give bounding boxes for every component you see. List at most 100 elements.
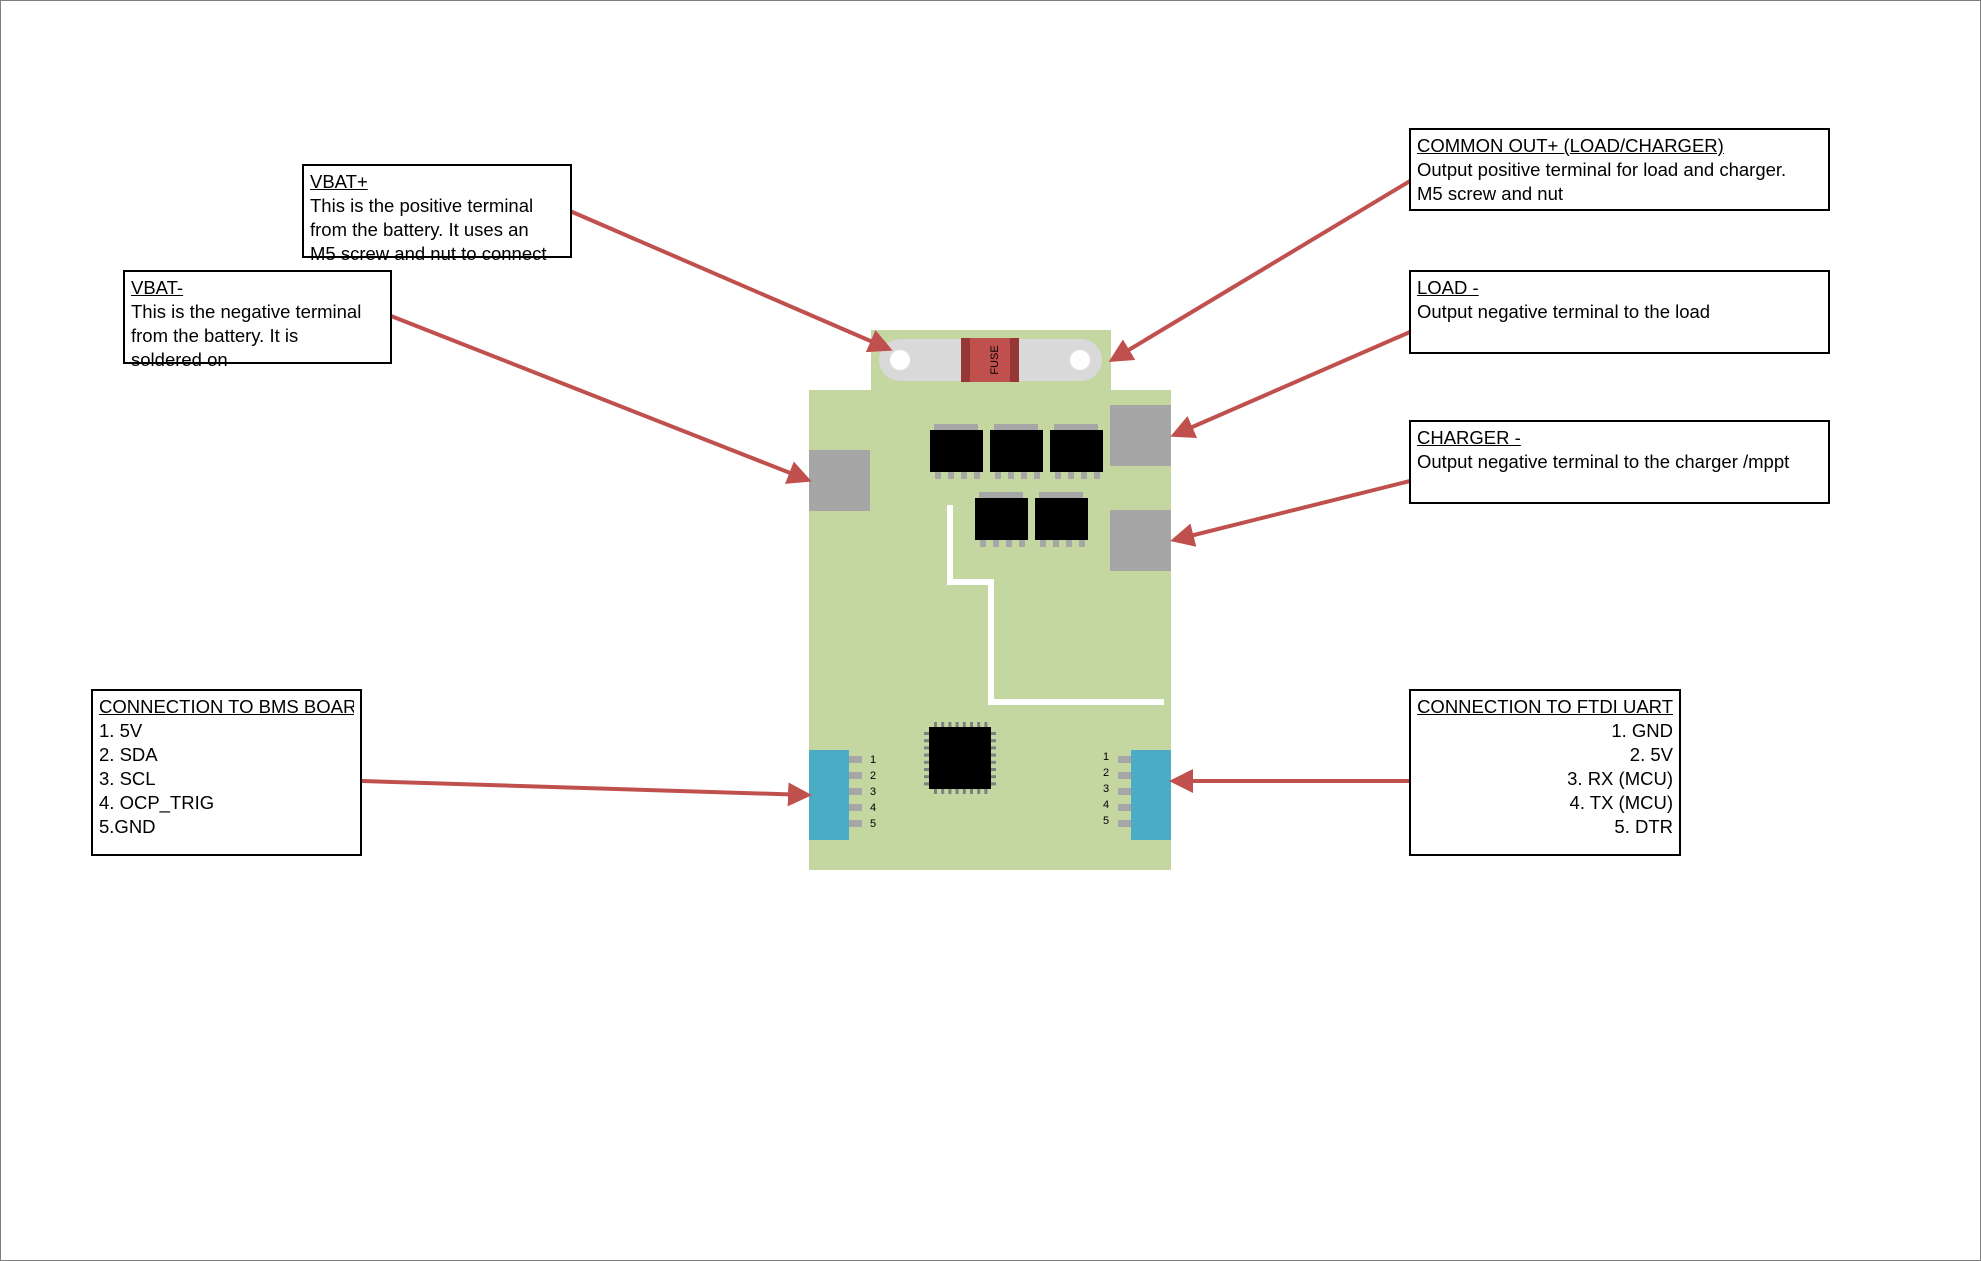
callout-load-neg: LOAD - Output negative terminal to the l… [1409,270,1830,354]
mosfet-pin [1006,540,1012,547]
mcu-pin [977,789,981,794]
mcu-pin [948,789,952,794]
mosfet-pin [1055,472,1061,479]
mosfet [930,424,983,479]
mcu-pin [924,782,929,786]
callout-ftdi-conn-line: 2. 5V [1629,744,1673,765]
mosfet-tab [934,424,978,430]
mcu-pin [924,760,929,764]
mosfet-body [1050,430,1103,472]
mosfet-pin [948,472,954,479]
mosfet-pin [1094,472,1100,479]
header-pin-number: 2 [870,770,876,782]
callout-ftdi-conn-line: 5. DTR [1614,816,1673,837]
callout-bms-conn-line: 2. SDA [99,744,158,765]
header-pin-number: 1 [870,754,876,766]
mosfet-body [1035,498,1088,540]
mosfet-pin [1040,540,1046,547]
fuse-band-right [1010,338,1019,382]
mosfet-pin [980,540,986,547]
busbar-hole-left [890,350,910,370]
callout-charger-neg-line: Output negative terminal to the charger … [1417,451,1790,472]
callout-charger-neg-title: CHARGER - [1417,427,1521,448]
callout-bms-conn-line: 3. SCL [99,768,156,789]
mcu-chip [924,722,996,794]
arrow-vbat-pos [569,209,893,353]
mcu-pin [924,739,929,743]
mcu-pin [991,782,996,786]
mcu-pin [962,722,966,727]
callout-vbat-neg-line: from the battery. It is [131,325,299,346]
mosfet-pin [974,472,980,479]
mosfet-tab [994,424,1038,430]
mcu-pin [924,768,929,771]
pcb-trace [947,505,1164,705]
mosfet-tab [1039,492,1083,498]
header-pin-number: 4 [870,802,876,814]
callout-bms-conn-title: CONNECTION TO BMS BOARD [99,696,354,717]
header-pin-number: 5 [1103,815,1109,827]
mosfet-pin [961,472,967,479]
mosfet-tab [1054,424,1098,430]
mcu-pin [984,789,988,794]
mosfet-pin [993,540,999,547]
mosfet-pin [1081,472,1087,479]
mosfet-pin [1066,540,1072,547]
load-neg-pad [1110,405,1171,466]
mcu-pin [934,722,937,727]
header-pin-number: 3 [870,786,876,798]
mosfet-pin [995,472,1001,479]
callout-arrows [361,179,1412,807]
mosfet-group [930,424,1103,547]
header-pin [849,820,862,827]
mcu-pin [970,722,973,727]
callout-bms-conn-line: 5.GND [99,816,156,837]
callout-vbat-neg: VBAT- This is the negative terminal from… [123,270,392,370]
mcu-pin [941,789,945,794]
ftdi-header-body [1131,750,1171,840]
callout-common-out-line: Output positive terminal for load and ch… [1417,159,1787,180]
callout-bms-conn-line: 1. 5V [99,720,143,741]
arrow-common-out [1108,179,1412,363]
header-pin [1118,788,1131,795]
mcu-pin [991,753,996,757]
busbar-hole-right [1070,350,1090,370]
callout-vbat-pos-title: VBAT+ [310,171,368,192]
fuse-label: FUSE [989,345,1001,374]
header-pin-number: 5 [870,818,876,830]
mcu-pin [962,789,966,794]
callout-vbat-pos-line: from the battery. It uses an [310,219,529,240]
mcu-pin [948,722,952,727]
fuse-assembly: FUSE [879,338,1102,382]
mcu-pin [941,722,945,727]
mosfet [990,424,1043,479]
callout-common-out-line: M5 screw and nut [1417,183,1564,204]
header-pin [849,756,862,763]
bms-header-body [809,750,849,840]
callout-bms-conn-line: 4. OCP_TRIG [99,792,215,813]
callout-load-neg-title: LOAD - [1417,277,1479,298]
vbat-neg-pad [809,450,870,511]
arrow-charger-neg [1170,479,1411,547]
callout-ftdi-conn: CONNECTION TO FTDI UART 1. GND 2. 5V 3. … [1409,689,1681,856]
callout-vbat-neg-line: This is the negative terminal [131,301,362,322]
mcu-pin [991,746,996,750]
callout-vbat-pos-line: M5 screw and nut to connect [310,243,547,264]
mosfet-pin [1034,472,1040,479]
callout-ftdi-conn-title: CONNECTION TO FTDI UART [1417,696,1673,717]
mosfet-pin [1021,472,1027,479]
callout-common-out: COMMON OUT+ (LOAD/CHARGER) Output positi… [1409,128,1830,211]
callout-vbat-pos: VBAT+ This is the positive terminal from… [302,164,572,264]
callout-bms-conn: CONNECTION TO BMS BOARD 1. 5V 2. SDA 3. … [91,689,362,856]
fuse-body [961,338,1019,382]
header-pin [1118,804,1131,811]
header-pin [1118,756,1131,763]
header-pin-number: 3 [1103,783,1109,795]
mcu-pin [991,775,996,779]
mcu-pin [924,746,929,750]
mosfet-pin [1019,540,1025,547]
mcu-pin [991,732,996,735]
mcu-pin [991,760,996,764]
